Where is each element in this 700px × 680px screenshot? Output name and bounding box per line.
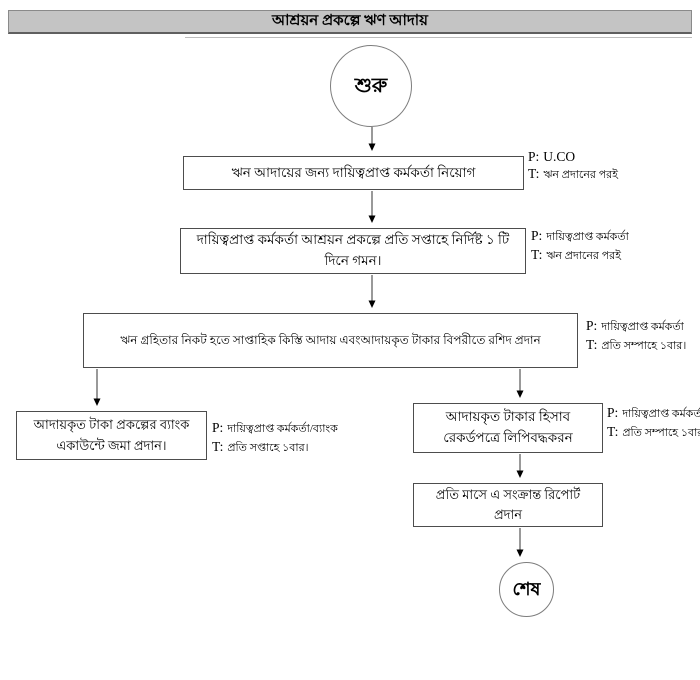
p-value: দায়িত্বপ্রাপ্ত কর্মকর্তা [601, 321, 684, 333]
step-box-monthly-report: প্রতি মাসে এ সংক্রান্ত রিপোর্ট প্রদান [413, 483, 603, 527]
annotation-bank-deposit: P: দায়িত্বপ্রাপ্ত কর্মকর্তা/ব্যাংক T: প… [212, 419, 338, 457]
t-label: T: [586, 337, 598, 352]
t-value: প্রতি সপ্তাহে ১বার। [227, 442, 309, 454]
p-label: P: [528, 149, 540, 164]
annotation-step3-p: P: দায়িত্বপ্রাপ্ত কর্মকর্তা [586, 317, 686, 336]
p-label: P: [531, 228, 543, 243]
t-value: প্রতি সম্পাহে ১বার। [622, 427, 700, 439]
annotation-step2: P: দায়িত্বপ্রাপ্ত কর্মকর্তা T: ঋন প্রদা… [531, 227, 629, 265]
t-value: প্রতি সম্পাহে ১বার। [601, 340, 687, 352]
annotation-step2-t: T: ঋন প্রদানের পরই [531, 246, 629, 265]
start-terminator: শুরু [330, 45, 412, 127]
annotation-step2-p: P: দায়িত্বপ্রাপ্ত কর্মকর্তা [531, 227, 629, 246]
step-box-weekly-visit: দায়িত্বপ্রাপ্ত কর্মকর্তা আশ্রয়ন প্রকল্… [180, 228, 526, 274]
annotation-step3-t: T: প্রতি সম্পাহে ১বার। [586, 336, 686, 355]
step-box-collect-installment: ঋন গ্রহিতার নিকট হতে সাপ্তাহিক কিস্তি আদ… [83, 313, 578, 368]
annotation-record-keeping: P: দায়িত্বপ্রাপ্ত কর্মকর্তা T: প্রতি সম… [607, 404, 700, 442]
end-terminator: শেষ [499, 562, 554, 617]
p-value: দায়িত্বপ্রাপ্ত কর্মকর্তা [546, 231, 629, 243]
p-value: দায়িত্বপ্রাপ্ত কর্মকর্তা [622, 408, 700, 420]
t-label: T: [607, 424, 619, 439]
annotation-bank-deposit-t: T: প্রতি সপ্তাহে ১বার। [212, 438, 338, 457]
title-divider [185, 37, 692, 38]
t-value: ঋন প্রদানের পরই [546, 250, 621, 262]
annotation-record-keeping-p: P: দায়িত্বপ্রাপ্ত কর্মকর্তা [607, 404, 700, 423]
p-value: দায়িত্বপ্রাপ্ত কর্মকর্তা/ব্যাংক [227, 423, 338, 435]
p-label: P: [212, 420, 224, 435]
t-label: T: [212, 439, 224, 454]
annotation-record-keeping-t: T: প্রতি সম্পাহে ১বার। [607, 423, 700, 442]
step-box-bank-deposit: আদায়কৃত টাকা প্রকল্পের ব্যাংক একাউন্টে … [16, 411, 207, 460]
t-label: T: [531, 247, 543, 262]
annotation-step1-p: P: U.CO [528, 148, 618, 165]
annotation-step3: P: দায়িত্বপ্রাপ্ত কর্মকর্তা T: প্রতি সম… [586, 317, 686, 355]
t-value: ঋন প্রদানের পরই [543, 169, 618, 181]
annotation-bank-deposit-p: P: দায়িত্বপ্রাপ্ত কর্মকর্তা/ব্যাংক [212, 419, 338, 438]
step-box-record-keeping: আদায়কৃত টাকার হিসাব রেকর্ডপত্রে লিপিবদ্… [413, 403, 603, 453]
page-title: আশ্রয়ন প্রকল্পে ঋণ আদায় [8, 10, 692, 34]
step-box-appoint-officer: ঋন আদায়ের জন্য দায়িত্বপ্রাপ্ত কর্মকর্ত… [183, 156, 524, 190]
p-label: P: [607, 405, 619, 420]
annotation-step1-t: T: ঋন প্রদানের পরই [528, 165, 618, 184]
p-value: U.CO [543, 149, 576, 164]
p-label: P: [586, 318, 598, 333]
t-label: T: [528, 166, 540, 181]
annotation-step1: P: U.CO T: ঋন প্রদানের পরই [528, 148, 618, 184]
